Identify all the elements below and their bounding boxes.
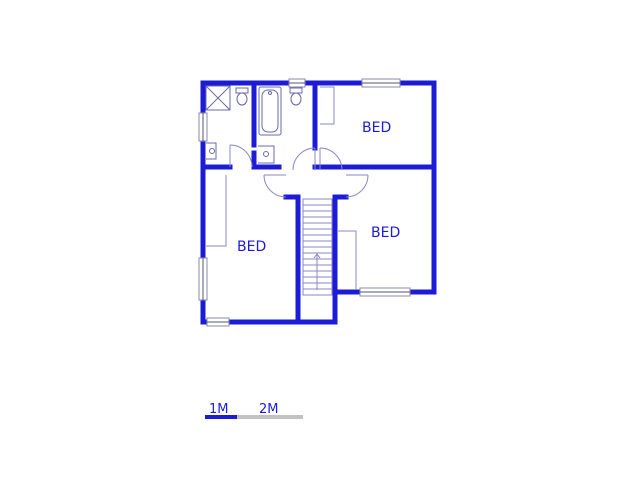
- toilet-icon: [235, 87, 249, 106]
- window-bottom-left: [206, 317, 230, 327]
- window-top-bathroom: [288, 78, 306, 88]
- basin-icon: [206, 142, 217, 160]
- staircase: [302, 198, 333, 296]
- window-left-bathroom: [198, 112, 208, 142]
- room-label-bed-top-right: BED: [362, 120, 391, 136]
- basin-icon: [258, 145, 275, 164]
- door-swing-bedroom-top-right: [319, 147, 343, 171]
- door-swing-bathroom-left: [229, 144, 253, 168]
- toilet-icon: [289, 87, 303, 106]
- window-top-bedroom: [361, 78, 401, 88]
- shower-icon: [205, 85, 231, 111]
- scale-label-2m: 2M: [259, 402, 279, 417]
- walls: [200, 80, 437, 325]
- door-swing-bedroom-left: [263, 174, 287, 198]
- bathroom-fixtures: [205, 85, 303, 164]
- closets: [206, 86, 357, 290]
- scale-segment-secondary: [237, 415, 303, 419]
- room-label-bed-middle-right: BED: [371, 225, 400, 241]
- door-swing-bathroom-right: [292, 147, 316, 171]
- scale-bar: 1M 2M: [205, 402, 303, 419]
- window-left-bedroom: [198, 257, 208, 301]
- bathtub-icon: [258, 86, 282, 136]
- room-label-bed-left: BED: [237, 239, 266, 255]
- window-bottom-right: [359, 287, 411, 297]
- windows: [198, 78, 411, 327]
- doors: [229, 144, 369, 198]
- door-swing-bedroom-right: [345, 174, 369, 198]
- scale-label-1m: 1M: [209, 402, 229, 417]
- scale-segment-primary: [205, 415, 237, 419]
